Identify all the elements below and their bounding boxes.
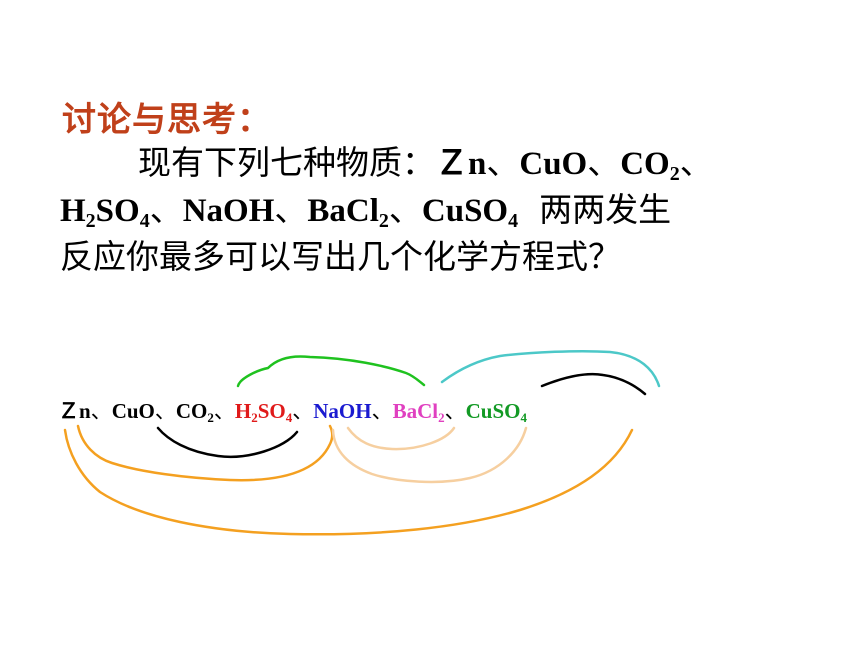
question-sep: 、 xyxy=(388,190,422,229)
formula-cuo: CuO xyxy=(111,399,155,423)
question-sep: 、 xyxy=(679,143,713,182)
question-sep: 、 xyxy=(274,190,308,229)
arc-cuo-naoh xyxy=(236,355,426,388)
formula-row: Ｚn、CuO、CO2、H2SO4、NaOH、BaCl2、CuSO4 xyxy=(58,395,527,425)
arc-h2so4-naoh xyxy=(346,426,456,451)
formula-co2: CO2 xyxy=(175,399,214,425)
question-sep: 、 xyxy=(486,143,520,182)
formula-sep: 、 xyxy=(213,399,235,423)
formula-naoh: NaOH xyxy=(313,399,372,423)
question-cuso4: CuSO4 xyxy=(421,193,519,232)
heading: 讨论与思考： xyxy=(62,100,272,140)
question-cuo: CuO xyxy=(519,146,588,182)
question-tail-1: 两两发生 xyxy=(539,190,672,229)
arc-naoh-cuso4 xyxy=(440,349,661,388)
formula-cuso4: CuSO4 xyxy=(465,399,527,425)
question-text: 现有下列七种物质：Ｚn、CuO、CO2、H2SO4、NaOH、BaCl2、CuS… xyxy=(60,140,850,280)
question-intro: 现有下列七种物质： xyxy=(138,143,435,182)
question-bacl2: BaCl2 xyxy=(307,193,389,232)
formula-sep: 、 xyxy=(90,399,112,423)
question-sep: 、 xyxy=(587,143,621,182)
question-naoh: NaOH xyxy=(182,193,275,229)
formula-zn: Ｚn xyxy=(58,399,91,423)
formula-sep: 、 xyxy=(154,399,176,423)
arc-zn-cuso4 xyxy=(63,428,634,536)
arc-cuo-h2so4 xyxy=(156,426,299,458)
formula-bacl2: BaCl2 xyxy=(392,399,445,425)
arc-bacl2-cuso4 xyxy=(540,373,647,396)
question-co2: CO2 xyxy=(620,146,680,185)
question-sep: 、 xyxy=(149,190,183,229)
question-tail-2: 反应你最多可以写出几个化学方程式？ xyxy=(60,237,621,276)
arc-h2so4-bacl2 xyxy=(331,426,528,484)
question-h2so4: H2SO4 xyxy=(60,193,150,232)
formula-sep: 、 xyxy=(292,399,314,423)
formula-sep: 、 xyxy=(371,399,393,423)
formula-h2so4: H2SO4 xyxy=(234,399,293,425)
arc-zn-h2so4 xyxy=(76,424,334,482)
formula-sep: 、 xyxy=(444,399,466,423)
question-zn: Ｚn xyxy=(435,146,487,182)
